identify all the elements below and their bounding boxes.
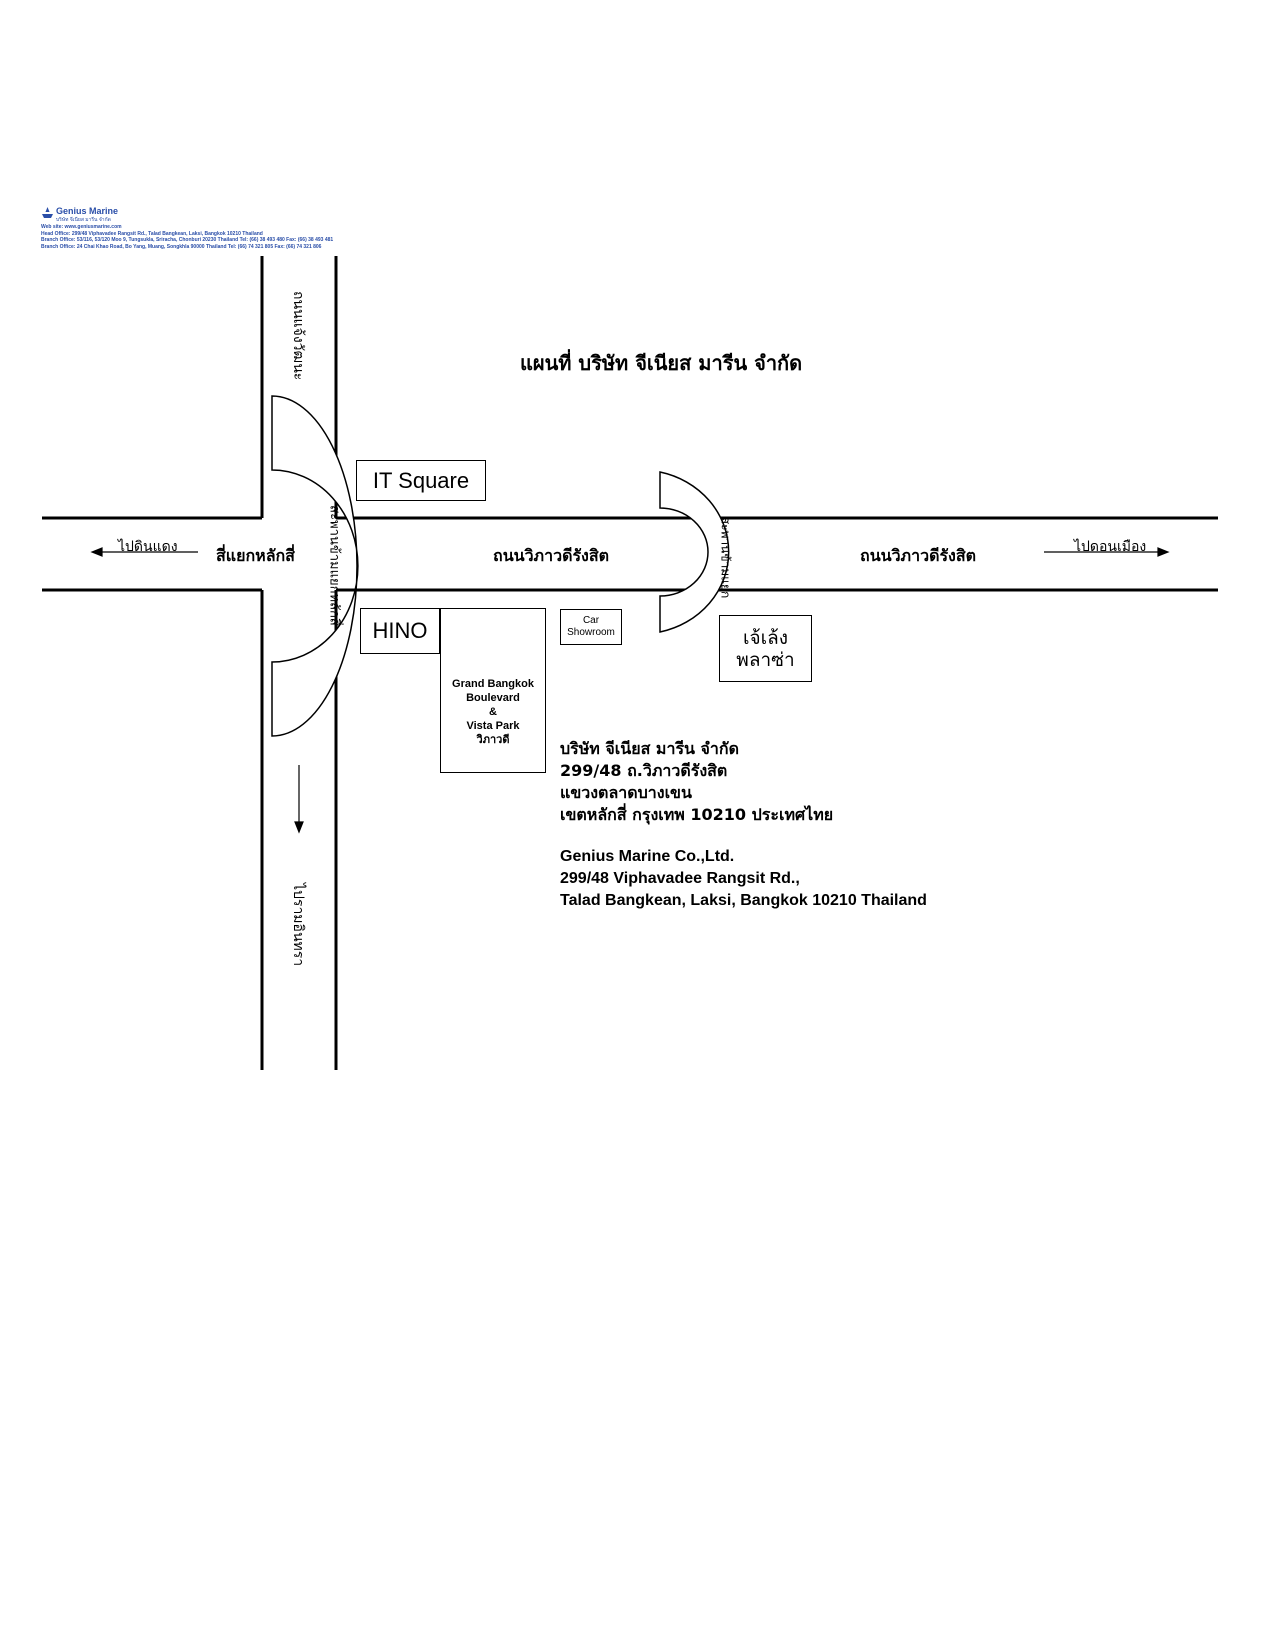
gbb-line-1: Grand Bangkok [452,677,534,690]
map-title: แผนที่ บริษัท จีเนียส มารีน จำกัด [520,351,803,375]
website-link[interactable]: Web site: www.geniusmarine.com [41,224,122,230]
direction-label-west: ไปดินแดง [118,539,178,555]
address-en-line-2: 299/48 Viphavadee Rangsit Rd., [560,870,800,887]
gbb-line-2: Boulevard [466,691,520,704]
direction-label-east: ไปดอนเมือง [1074,539,1147,555]
ship-logo-icon [42,207,53,218]
gbb-line-4: Vista Park [466,719,520,732]
car-showroom-line-2: Showroom [567,627,615,638]
address-thai-line-4: เขตหลักสี่ กรุงเทพ 10210 ประเทศไทย [560,805,834,824]
address-thai-line-2: 299/48 ถ.วิภาวดีรังสิต [560,761,728,780]
gbb-line-5: วิภาวดี [476,732,510,746]
address-en-line-1: Genius Marine Co.,Ltd. [560,848,735,865]
address-thai-line-1: บริษัท จีเนียส มารีน จำกัด [560,739,739,758]
branch-office-line-1: Branch Office: 53/116, 53/120 Moo 9, Tun… [41,237,334,243]
main-road-label-west: ถนนวิภาวดีรังสิต [493,546,610,565]
landmark-car-showroom: Car Showroom [560,609,622,645]
intersection-label: สี่แยกหลักสี่ [216,546,295,565]
address-en-line-3: Talad Bangkean, Laksi, Bangkok 10210 Tha… [560,892,927,909]
road-label-south: ไปรามอินทรา [290,883,306,967]
address-thai-line-3: แขวงตลาดบางเขน [560,783,692,802]
landmark-grand-bangkok-boulevard: Grand Bangkok Boulevard & Vista Park วิภ… [440,608,546,773]
road-label-north: ถนนแจ้งวัฒนะ [290,291,306,381]
jaeng-plaza-line-2: พลาซ่า [736,648,795,671]
landmark-hino-label: HINO [372,618,428,643]
car-showroom-line-1: Car [582,615,600,626]
landmark-it-square-label: IT Square [372,467,470,493]
south-arrow-head [294,821,304,834]
head-office-line: Head Office: 299/48 Viphavadee Rangsit R… [41,231,263,237]
landmark-hino: HINO [360,608,440,654]
flyover-label-west: สะพานข้ามแยกหลักสี่ [326,505,342,626]
company-thai-subtitle: บริษัท จีเนียส มารีน จำกัด [56,217,111,223]
landmark-it-square: IT Square [356,460,486,501]
main-road-label-east: ถนนวิภาวดีรังสิต [860,546,977,565]
flyover-label-east: สะพานข้ามแยก [718,516,733,599]
company-logo-text: Genius Marine [56,206,119,216]
laksi-flyover [271,395,359,737]
east-flyover [659,471,730,633]
branch-office-line-2: Branch Office: 24 Chai Khao Road, Bo Yan… [41,244,322,250]
east-arrow-head [1157,547,1170,557]
landmark-jaeng-plaza: เจ้เล้ง พลาซ่า [719,615,812,682]
gbb-line-3: & [489,705,497,718]
jaeng-plaza-line-1: เจ้เล้ง [742,626,789,649]
west-arrow-head [90,547,103,557]
